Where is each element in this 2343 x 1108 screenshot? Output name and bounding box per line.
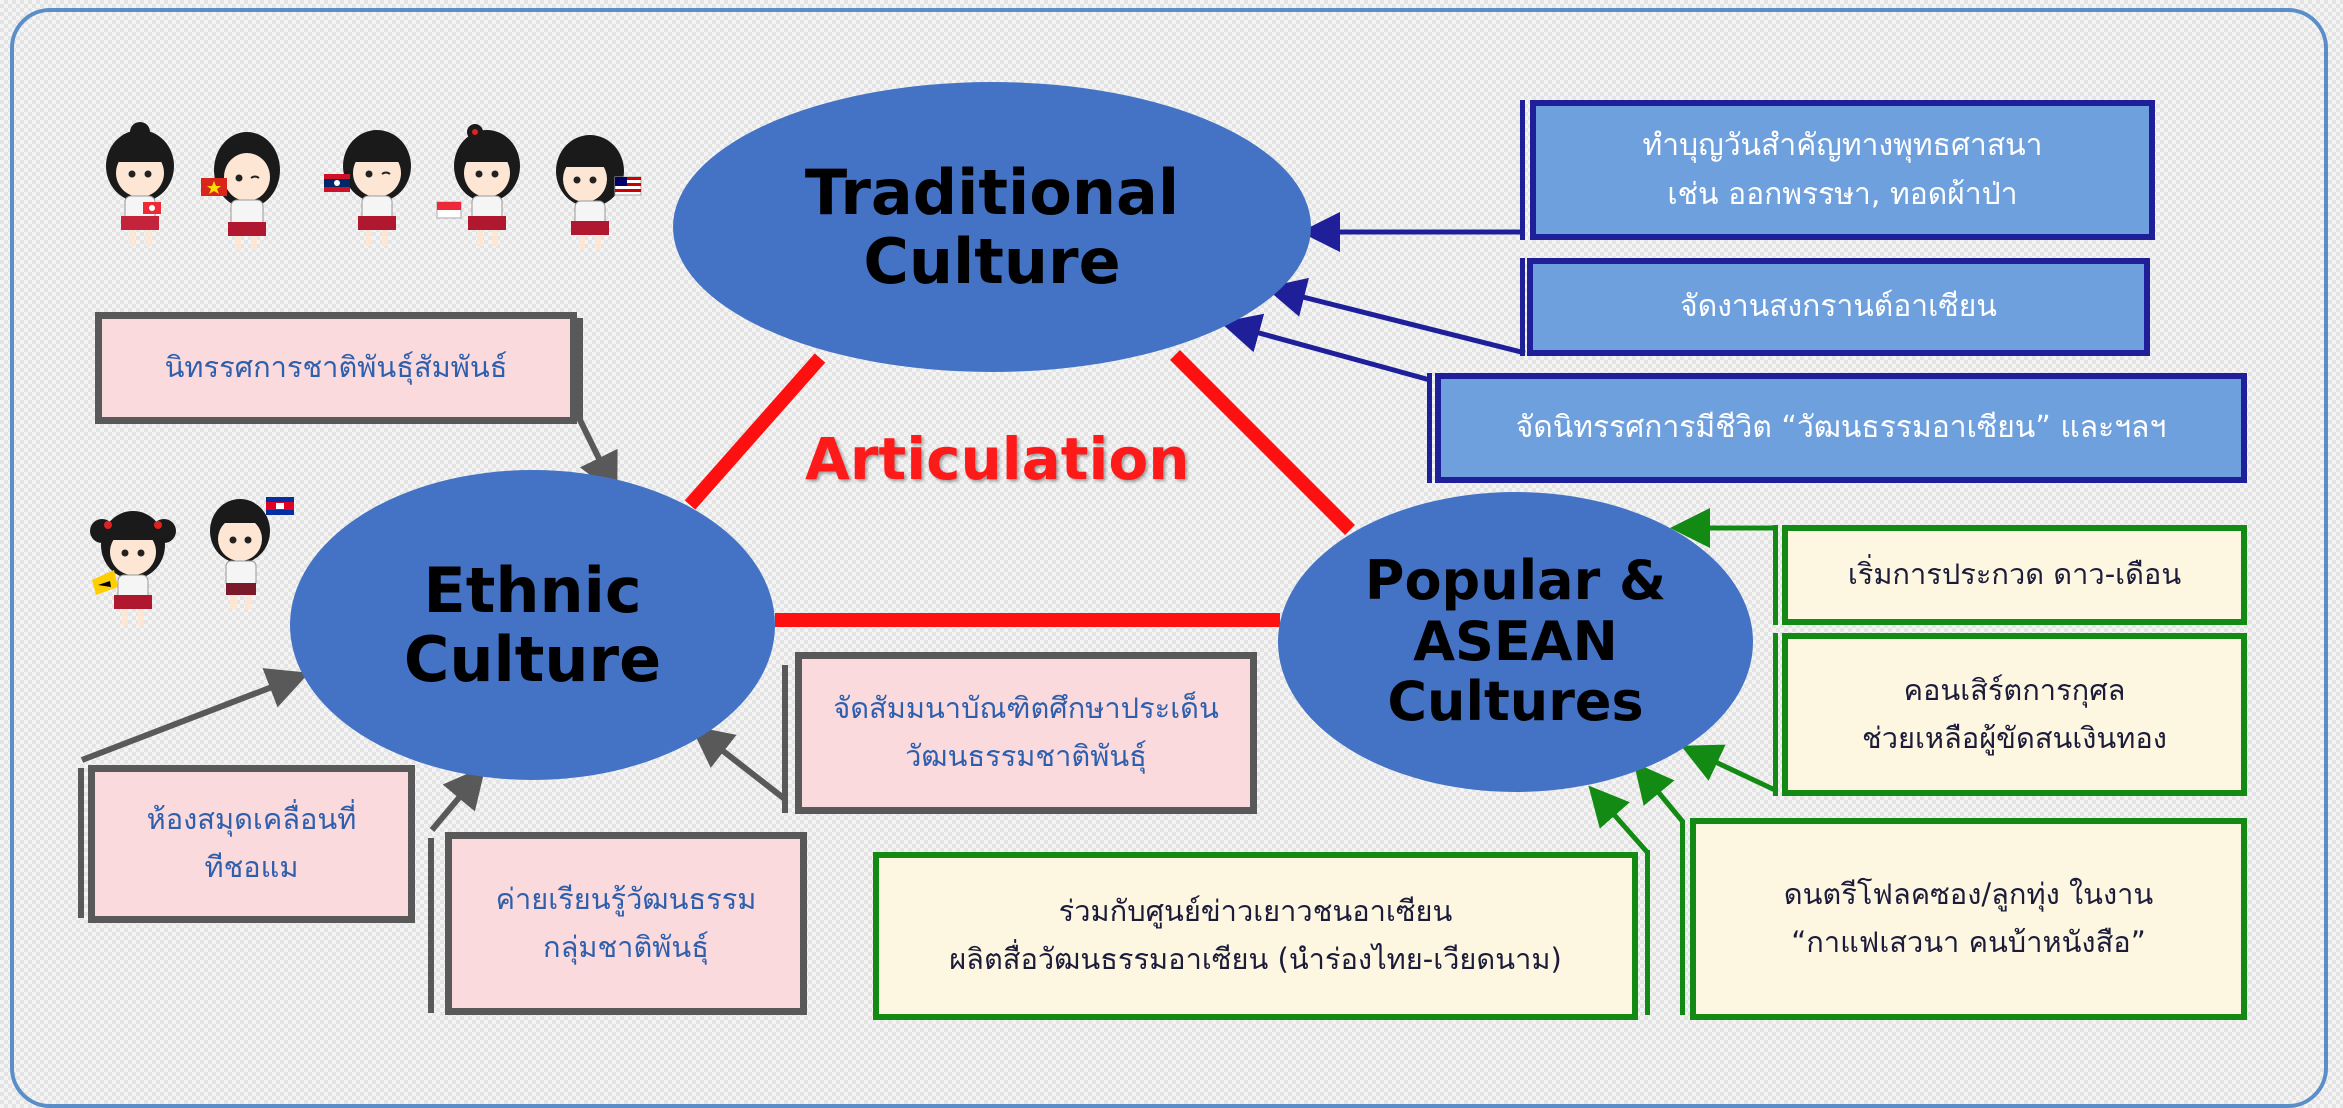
mascot-girl-3-icon (324, 130, 411, 246)
box-edge (1773, 633, 1778, 796)
box-edge (1680, 820, 1685, 1015)
traditional-culture-label: Traditional Culture (804, 155, 1180, 298)
articulation-line-traditional-popular (1170, 350, 1355, 535)
popular-box-charity-concert: คอนเสิร์ตการกุศล ช่วยเหลือผู้ขัดสนเงินทอ… (1782, 633, 2247, 796)
popular-asean-node: Popular & ASEAN Cultures (1278, 492, 1753, 792)
mascot-boy-icon (210, 497, 294, 609)
popular-box-youth-news: ร่วมกับศูนย์ข่าวเยาวชนอาเซียน ผลิตสื่อวั… (873, 852, 1638, 1020)
box-edge (428, 838, 434, 1013)
ethnic-box-exhibition: นิทรรศการชาติพันธุ์สัมพันธ์ (95, 312, 577, 424)
arrow-popular-1 (1670, 508, 1778, 548)
arrow-popular-2 (1680, 744, 1777, 793)
traditional-box-living-exhibition: จัดนิทรรศการมีชีวิต “วัฒนธรรมอาเซียน” แล… (1435, 373, 2247, 483)
box-edge (1773, 525, 1778, 625)
popular-box-contest: เริ่มการประกวด ดาว-เดือน (1782, 525, 2247, 625)
arrow-ethnic-3 (429, 765, 486, 832)
arrow-ethnic-1 (577, 318, 618, 496)
ethnic-box-learning-camp: ค่ายเรียนรู้วัฒนธรรม กลุ่มชาติพันธุ์ (445, 832, 807, 1015)
traditional-culture-node: Traditional Culture (673, 82, 1311, 372)
popular-box-folk-music: ดนตรีโฟลคซอง/ลูกทุ่ง ในงาน “กาแฟเสวนา คน… (1690, 818, 2247, 1020)
box-edge (782, 665, 788, 813)
arrow-popular-3 (1633, 762, 1685, 824)
box-edge (78, 768, 84, 918)
mascot-girl-2-icon (201, 132, 280, 250)
box-edge (1520, 258, 1525, 356)
box-edge (1645, 850, 1650, 1015)
box-edge (1427, 373, 1432, 483)
traditional-box-merit: ทำบุญวันสำคัญทางพุทธศาสนา เช่น ออกพรรษา,… (1530, 100, 2155, 240)
box-edge (1520, 100, 1525, 240)
arrow-traditional-2 (1265, 277, 1526, 356)
ethnic-culture-node: Ethnic Culture (290, 470, 775, 780)
mascot-girl-5-icon (556, 135, 642, 249)
articulation-label: Articulation (805, 425, 1190, 493)
ethnic-culture-label: Ethnic Culture (403, 553, 662, 696)
mascot-girl-6-icon (90, 511, 176, 625)
articulation-line-traditional-ethnic (684, 353, 826, 510)
arrow-ethnic-2 (80, 668, 310, 763)
arrow-traditional-3 (1220, 313, 1431, 383)
mascot-girl-1-icon (106, 122, 174, 246)
traditional-box-songkran: จัดงานสงกรานต์อาเซียน (1527, 258, 2150, 356)
popular-asean-label: Popular & ASEAN Cultures (1364, 549, 1667, 734)
ethnic-box-mobile-library: ห้องสมุดเคลื่อนที่ ทีชอแม (88, 765, 415, 923)
ethnic-box-seminar: จัดสัมมนาบัณฑิตศึกษาประเด็น วัฒนธรรมชาติ… (795, 652, 1257, 814)
arrow-ethnic-4 (690, 725, 788, 803)
mascot-girl-4-icon (436, 124, 520, 246)
arrow-popular-4 (1588, 785, 1649, 854)
